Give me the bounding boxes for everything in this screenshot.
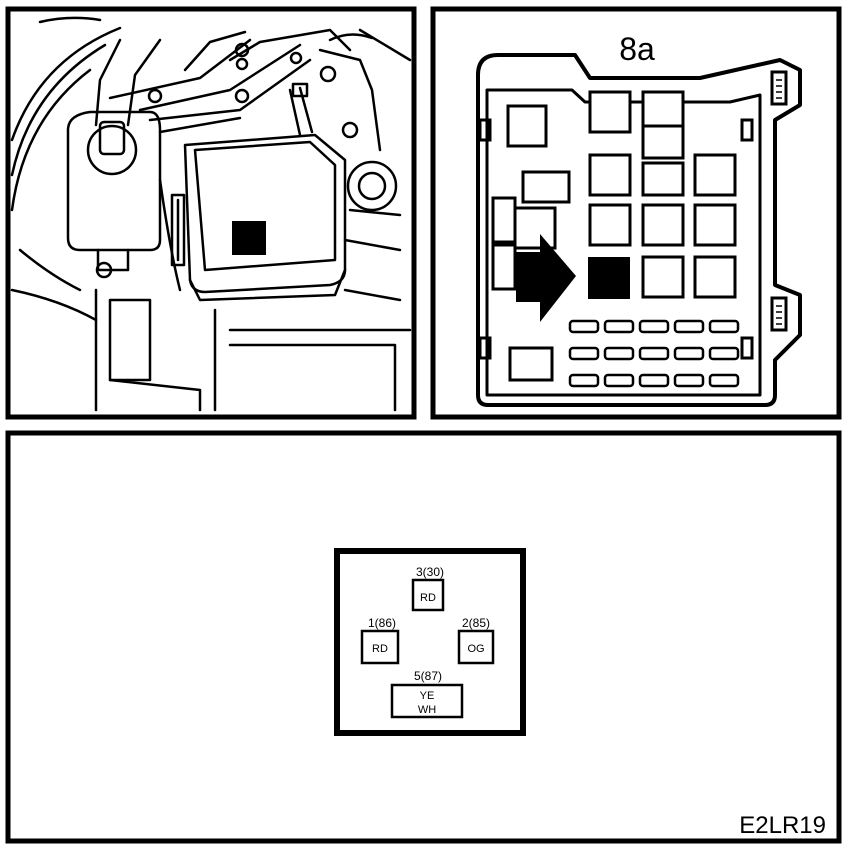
relay-slot	[491, 243, 517, 291]
terminal-3-wire: RD	[420, 592, 436, 604]
relay-slot	[641, 255, 685, 299]
fuse-slot	[708, 319, 740, 334]
fuse-slot	[673, 346, 705, 361]
relay-pinout-panel: 3(30) RD 1(86) RD 2(85) OG 5(87) YE WH E…	[5, 430, 842, 844]
terminal-2-label: 2(85)	[462, 616, 490, 630]
relay-slot	[521, 170, 571, 204]
relay-slot	[508, 346, 554, 382]
battery-terminal	[346, 160, 398, 212]
fuse-box-panel: 8a	[430, 6, 842, 420]
fuse-rows	[568, 319, 740, 388]
fuse-slot	[708, 373, 740, 388]
terminal-5-wire: YE	[420, 690, 435, 702]
fuse-slot	[603, 346, 635, 361]
fuse-slot	[568, 319, 600, 334]
fuse-slot	[638, 373, 670, 388]
terminal-3-label: 3(30)	[416, 565, 444, 579]
fuse-slot	[568, 373, 600, 388]
terminal-5-wire-2: WH	[418, 704, 436, 716]
reservoir-cap	[86, 124, 138, 176]
relay-slot	[588, 203, 632, 247]
fuse-slot	[568, 346, 600, 361]
engine-bay-panel	[5, 6, 417, 420]
relay-slot	[641, 161, 685, 197]
relay-slot	[693, 153, 737, 197]
relay-slot	[588, 153, 632, 197]
fuse-slot	[673, 373, 705, 388]
relay-slot	[641, 90, 685, 130]
fuse-slot	[603, 319, 635, 334]
terminal-5-label: 5(87)	[414, 669, 442, 683]
engine-bay-frame	[5, 6, 417, 420]
relay-slot	[693, 203, 737, 247]
fuse-box-outline	[476, 53, 802, 407]
relay-slot	[693, 255, 737, 299]
terminal-5-pin	[390, 683, 464, 719]
relay-slot	[641, 203, 685, 247]
relay-slot	[491, 196, 517, 244]
relay-slot	[506, 104, 548, 148]
arrow-icon	[516, 234, 576, 322]
fuse-box-title: 8a	[619, 31, 655, 67]
terminal-1-label: 1(86)	[368, 616, 396, 630]
relay-slot	[588, 90, 632, 134]
terminal-2-pin	[457, 629, 495, 665]
relay-slot	[513, 206, 557, 250]
fuse-slot	[638, 346, 670, 361]
terminal-1-pin	[360, 629, 400, 665]
fuse-slot	[708, 346, 740, 361]
relay-slots	[491, 90, 737, 382]
relay-location-marker	[232, 221, 266, 255]
wheel-arch-line	[10, 26, 122, 142]
fuse-slot	[673, 319, 705, 334]
terminal-2-wire: OG	[467, 643, 484, 655]
terminal-1-wire: RD	[372, 643, 388, 655]
fuse-slot	[603, 373, 635, 388]
fuse-slot	[638, 319, 670, 334]
reservoir-body	[66, 110, 162, 252]
relay-slot	[641, 124, 685, 160]
figure-code: E2LR19	[739, 812, 826, 839]
highlighted-relay	[588, 257, 630, 299]
terminal-3-pin	[411, 578, 445, 612]
